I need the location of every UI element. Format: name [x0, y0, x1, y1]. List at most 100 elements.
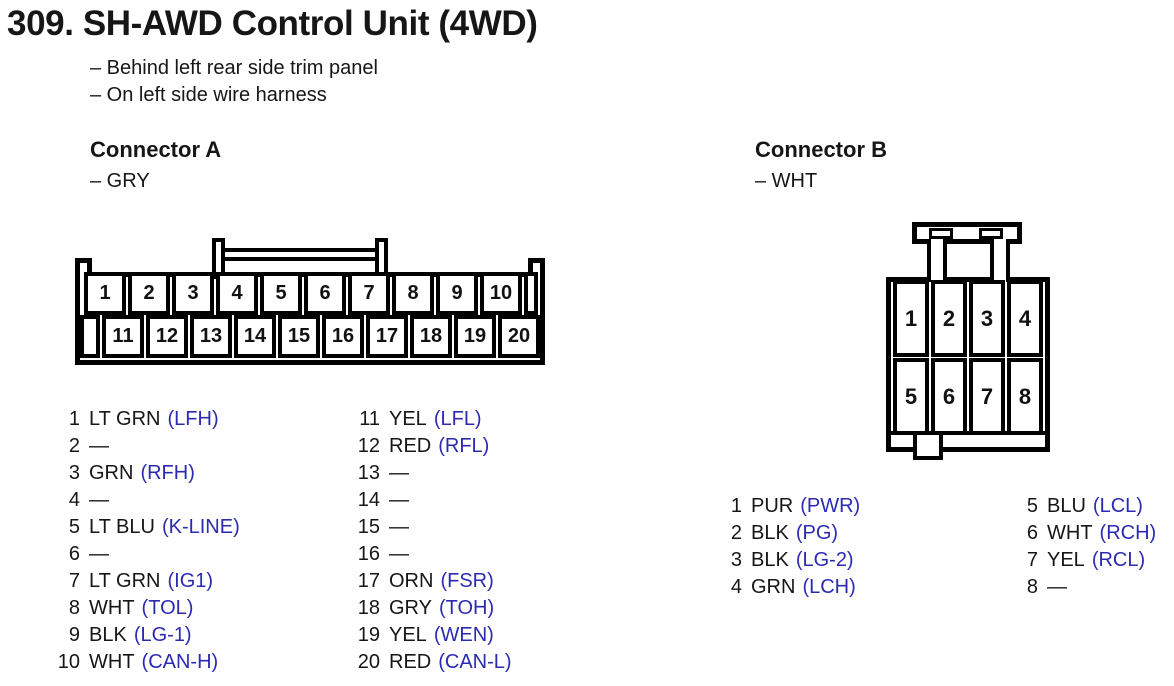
pin-signal: (TOL) [141, 597, 194, 619]
pin-wire-color: PUR [751, 495, 794, 517]
pin-cell-number: 4 [231, 282, 243, 304]
pin-wire-color: BLU [1047, 495, 1086, 517]
pin-number: 1 [730, 495, 742, 517]
pin-signal: (PWR) [800, 495, 861, 517]
pin-wire-color: LT GRN [89, 408, 161, 430]
pin-signal: (RCL) [1091, 549, 1146, 571]
pin-signal: (LCH) [802, 576, 856, 598]
pin-cell: 3 [969, 280, 1005, 357]
pin-wire-color: — [89, 435, 109, 457]
pin-cell: 4 [216, 272, 258, 315]
pin-wire-color: WHT [89, 597, 135, 619]
pin-cell-number: 6 [942, 383, 956, 409]
pin-number: 8 [68, 597, 80, 619]
connector-a-latch-bar [223, 248, 377, 261]
pin-number: 14 [357, 489, 380, 511]
pin-number: 2 [730, 522, 742, 544]
pin-wire-color: GRN [751, 576, 796, 598]
pin-wire-color: RED [389, 435, 432, 457]
pin-cell-number: 5 [904, 383, 918, 409]
pin-cell-number: 1 [904, 305, 918, 331]
pin-number: 6 [68, 543, 80, 565]
connector-b-latch-post-left [927, 239, 947, 282]
pin-cell: 2 [128, 272, 170, 315]
pin-cell-number: 7 [980, 383, 994, 409]
pin-row: 6 — [52, 543, 240, 570]
pin-number: 5 [1026, 495, 1038, 517]
pin-row: 4 — [52, 489, 240, 516]
connector-a-latch-post-left [212, 238, 225, 279]
connector-a-blank-cavity [524, 272, 538, 315]
pin-number: 1 [68, 408, 80, 430]
pin-signal: (PG) [795, 522, 839, 544]
pin-number: 16 [357, 543, 380, 565]
pin-row: 8 WHT (TOL) [52, 597, 240, 624]
pin-wire-color: GRY [389, 597, 432, 619]
pin-cell-number: 1 [99, 282, 111, 304]
pin-number: 15 [357, 516, 380, 538]
pin-row: 8 — [1010, 576, 1156, 603]
pin-cell: 6 [304, 272, 346, 315]
pin-row: 5 BLU (LCL) [1010, 495, 1156, 522]
pin-signal: (WEN) [433, 624, 494, 646]
pin-number: 5 [68, 516, 80, 538]
connector-b-mount-tab [913, 431, 943, 460]
pin-signal: (CAN-H) [141, 651, 219, 673]
pin-cell-number: 7 [363, 282, 375, 304]
pin-cell: 1 [84, 272, 126, 315]
pin-cell-number: 18 [419, 325, 443, 347]
connector-a-color-note: – GRY [90, 170, 150, 192]
pin-cell: 19 [454, 315, 496, 358]
pin-cell: 3 [172, 272, 214, 315]
pin-cell-number: 3 [187, 282, 199, 304]
pin-wire-color: BLK [751, 549, 789, 571]
pin-number: 7 [1026, 549, 1038, 571]
pin-wire-color: — [389, 516, 409, 538]
pin-wire-color: WHT [89, 651, 135, 673]
pin-cell: 16 [322, 315, 364, 358]
pin-wire-color: YEL [389, 408, 427, 430]
pin-row: 20 RED (CAN-L) [352, 651, 512, 678]
pin-cell-number: 3 [980, 305, 994, 331]
pin-cell-number: 6 [319, 282, 331, 304]
pin-row: 1 PUR (PWR) [714, 495, 860, 522]
pin-number: 19 [357, 624, 380, 646]
pin-row: 15 — [352, 516, 512, 543]
pin-wire-color: LT GRN [89, 570, 161, 592]
pin-row: 14 — [352, 489, 512, 516]
pin-wire-color: — [1047, 576, 1067, 598]
pin-row: 7 YEL (RCL) [1010, 549, 1156, 576]
pin-row: 7 LT GRN (IG1) [52, 570, 240, 597]
pin-wire-color: WHT [1047, 522, 1093, 544]
pin-cell: 11 [102, 315, 144, 358]
connector-b-pin-row-top: 1 2 3 4 [891, 280, 1045, 357]
pin-cell-number: 11 [112, 325, 134, 347]
pin-row: 9 BLK (LG-1) [52, 624, 240, 651]
connector-b-heading: Connector B [755, 137, 887, 162]
pin-signal: (RCH) [1099, 522, 1157, 544]
connector-b-pinlist-right: 5 BLU (LCL) 6 WHT (RCH) 7 YEL (RCL) 8 — [1010, 495, 1156, 603]
pin-cell: 7 [348, 272, 390, 315]
pin-cell: 20 [498, 315, 540, 358]
pin-cell: 17 [366, 315, 408, 358]
pin-cell-number: 13 [199, 325, 223, 347]
connector-a-pin-row-bottom: 11 12 13 14 15 16 [80, 315, 540, 358]
pin-wire-color: YEL [389, 624, 427, 646]
pin-signal: (LG-1) [133, 624, 192, 646]
pin-signal: (RFH) [140, 462, 195, 484]
pin-wire-color: ORN [389, 570, 434, 592]
pin-cell: 12 [146, 315, 188, 358]
pin-number: 18 [357, 597, 380, 619]
pin-wire-color: — [89, 543, 109, 565]
connector-b-latch-slot-right [979, 228, 1003, 239]
pin-signal: (LG-2) [795, 549, 854, 571]
pin-cell: 5 [260, 272, 302, 315]
pin-number: 17 [357, 570, 380, 592]
pin-cell: 14 [234, 315, 276, 358]
pin-wire-color: GRN [89, 462, 134, 484]
pin-cell: 2 [931, 280, 967, 357]
connector-a-pin-row-top: 1 2 3 4 5 6 [80, 272, 540, 315]
pin-wire-color: — [89, 489, 109, 511]
location-note: – On left side wire harness [90, 84, 327, 106]
